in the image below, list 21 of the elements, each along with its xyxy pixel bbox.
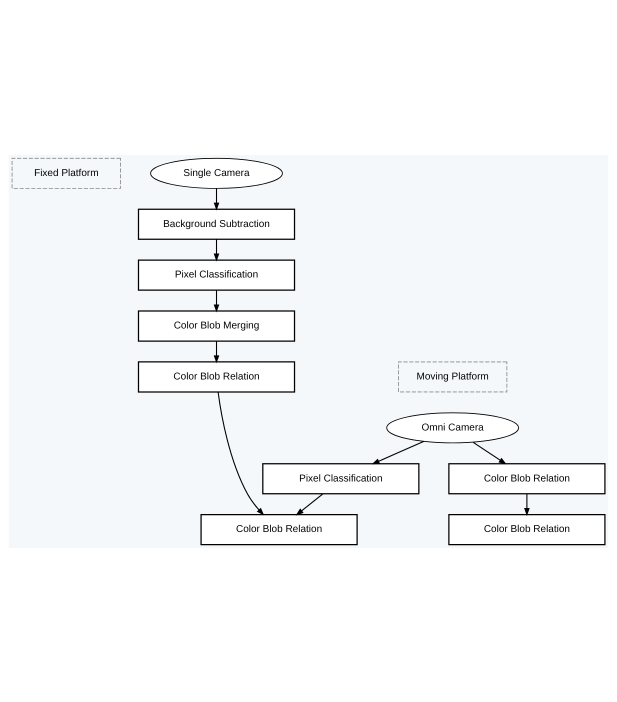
node-box: Color Blob Relation: [138, 360, 296, 392]
node-box: Background Subtraction: [138, 208, 296, 240]
node-box: Fixed Platform: [12, 157, 121, 188]
node-box: Color Blob Merging: [138, 310, 296, 342]
arrow: [524, 493, 530, 516]
arrow: [372, 440, 424, 464]
arrow: [214, 238, 220, 262]
node-box: Color Blob Relation: [448, 462, 606, 494]
node-box: Moving Platform: [398, 361, 508, 392]
node-box: Color Blob Relation: [448, 514, 606, 545]
arrow: [214, 188, 220, 210]
node-box: Pixel Classification: [262, 462, 420, 494]
arrow: [214, 340, 220, 363]
arrow: [214, 290, 220, 312]
arrow: [296, 492, 324, 516]
node-ellipse: Omni Camera: [386, 412, 519, 443]
node-box: Color Blob Relation: [200, 514, 358, 545]
node-box: Pixel Classification: [138, 259, 296, 290]
arrow: [473, 441, 507, 464]
arrow: [218, 392, 264, 516]
node-ellipse: Single Camera: [150, 157, 283, 188]
